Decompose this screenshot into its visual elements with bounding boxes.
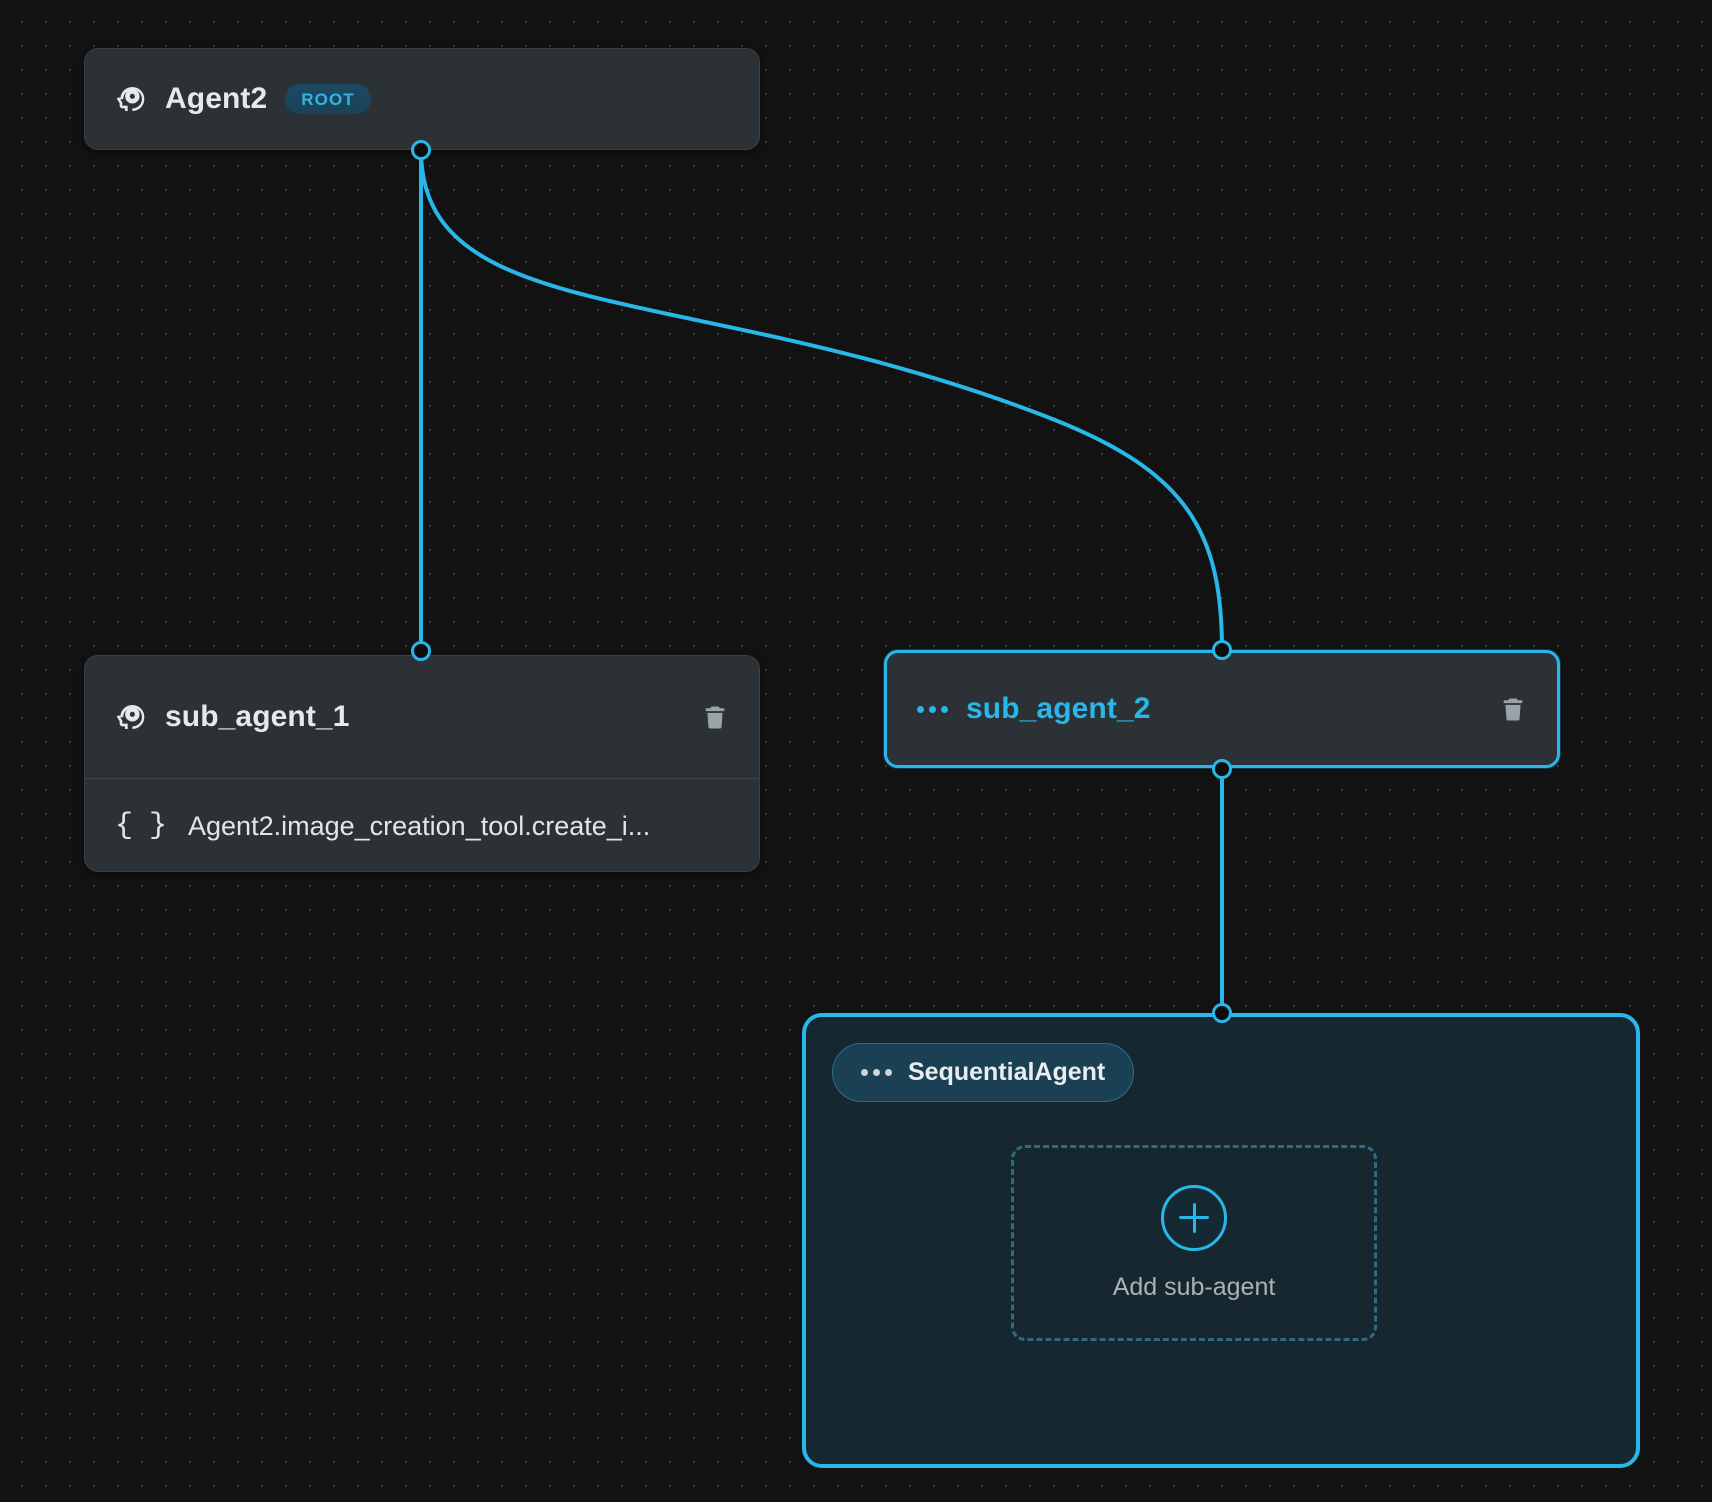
psychology-icon xyxy=(115,83,147,115)
trash-icon[interactable] xyxy=(1499,695,1527,723)
node-root-agent[interactable]: Agent2 ROOT xyxy=(84,48,760,150)
root-agent-header: Agent2 ROOT xyxy=(85,49,759,149)
sub-agent-1-title: sub_agent_1 xyxy=(165,700,350,733)
more-horiz-icon xyxy=(917,705,948,713)
sub-agent-2-title: sub_agent_2 xyxy=(966,692,1151,725)
sub-agent-1-header: sub_agent_1 xyxy=(85,656,759,778)
plus-circle-wrap xyxy=(1161,1184,1227,1251)
add-sub-agent-label: Add sub-agent xyxy=(1112,1272,1276,1301)
handle-sequential-group-target[interactable] xyxy=(1212,1003,1232,1023)
handle-root-agent-source[interactable] xyxy=(411,140,431,160)
handle-sub-agent-2-source[interactable] xyxy=(1212,759,1232,779)
tool-label: Agent2.image_creation_tool.create_i... xyxy=(188,810,651,841)
braces-icon: { } xyxy=(115,809,167,843)
root-agent-title: Agent2 xyxy=(165,82,268,115)
sub-agent-2-header: sub_agent_2 xyxy=(887,653,1557,765)
node-sequential-agent-group[interactable]: SequentialAgent Add sub-agent xyxy=(802,1013,1640,1468)
card-divider xyxy=(85,778,759,779)
node-sub-agent-2[interactable]: sub_agent_2 xyxy=(884,650,1560,768)
trash-icon[interactable] xyxy=(701,703,729,731)
psychology-icon xyxy=(115,701,147,733)
plus-circle-icon[interactable] xyxy=(1161,1184,1227,1251)
handle-sub-agent-1-target[interactable] xyxy=(411,641,431,661)
handle-sub-agent-2-target[interactable] xyxy=(1212,640,1232,660)
node-sub-agent-1[interactable]: sub_agent_1 { } Agent2.image_creation_to… xyxy=(84,655,760,872)
group-pill-label: SequentialAgent xyxy=(908,1058,1106,1086)
group-pill-sequential-agent[interactable]: SequentialAgent xyxy=(832,1043,1135,1102)
status-badge-root: ROOT xyxy=(285,84,371,114)
add-sub-agent-dropzone[interactable]: Add sub-agent xyxy=(1011,1145,1377,1341)
more-horiz-icon xyxy=(861,1069,892,1076)
tool-row[interactable]: { } Agent2.image_creation_tool.create_i.… xyxy=(85,779,759,871)
edge-root-to-sub-agent-2 xyxy=(419,149,1224,651)
